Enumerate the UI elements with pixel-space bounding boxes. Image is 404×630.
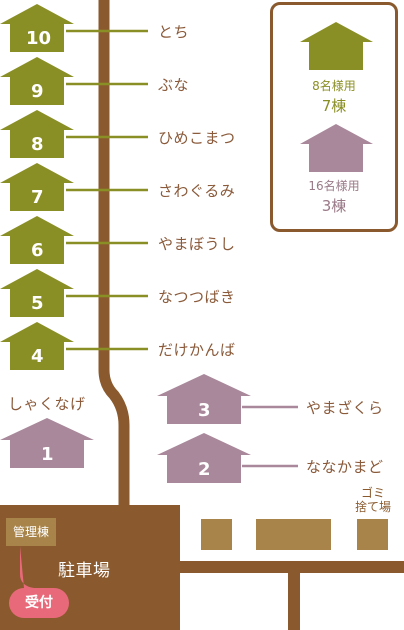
cabin-9-house[interactable] (0, 57, 74, 105)
cabin-4-number: 4 (31, 346, 44, 367)
cabin-3-name[interactable]: やまざくら (306, 399, 384, 417)
cabin-3-house[interactable] (157, 374, 251, 424)
cabin-5-house[interactable] (0, 269, 74, 317)
trash-label: ゴミ 捨て場 (350, 486, 396, 514)
cabin-2-number: 2 (198, 459, 211, 480)
cabin-9-number: 9 (31, 81, 44, 102)
main-road (98, 0, 130, 510)
cabin-8-name[interactable]: ひめこまつ (158, 129, 236, 147)
cabin-5-number: 5 (31, 293, 44, 314)
trash-label-line2: 捨て場 (354, 500, 391, 514)
lower-road-horizontal (180, 561, 404, 573)
building-small (201, 519, 232, 550)
cabin-9-name[interactable]: ぶな (158, 76, 190, 94)
legend-olive-text: 8名様用 7棟 (273, 76, 395, 116)
office-building[interactable]: 管理棟 (6, 518, 56, 546)
cabin-3-number: 3 (198, 400, 211, 421)
cabin-8-house[interactable] (0, 110, 74, 158)
cabin-4-house[interactable] (0, 322, 74, 370)
trash-station (357, 519, 388, 550)
cabin-5-name[interactable]: なつつばき (158, 288, 236, 306)
legend-mauve-capacity: 16名様用 (308, 179, 360, 193)
cabin-1-name[interactable]: しゃくなげ (8, 395, 86, 413)
parking-label: 駐車場 (58, 561, 111, 581)
cabin-10-number: 10 (26, 28, 52, 49)
legend-mauve-count: 3棟 (321, 197, 347, 215)
cabin-7-name[interactable]: さわぐるみ (158, 182, 236, 200)
building-large (256, 519, 331, 550)
legend-mauve-house (300, 124, 373, 172)
cabin-1-house[interactable] (0, 418, 94, 468)
legend-box (270, 2, 398, 232)
cabin-2-name[interactable]: ななかまど (306, 458, 384, 476)
cabin-4-name[interactable]: だけかんば (158, 341, 236, 359)
cabin-6-house[interactable] (0, 216, 74, 264)
cabin-7-house[interactable] (0, 163, 74, 211)
cabin-1-number: 1 (41, 444, 54, 465)
legend-olive-house (300, 22, 373, 70)
cabin-2-house[interactable] (157, 433, 251, 483)
reception-pointer (20, 546, 34, 588)
legend-mauve-text: 16名様用 3棟 (273, 176, 395, 216)
cabin-10-name[interactable]: とち (158, 23, 190, 41)
cabin-6-number: 6 (31, 240, 44, 261)
lower-road-vertical (288, 573, 300, 630)
cabin-8-number: 8 (31, 134, 44, 155)
cabin-10-house[interactable] (0, 4, 74, 52)
cabin-6-name[interactable]: やまぼうし (158, 235, 236, 253)
cabin-7-number: 7 (31, 187, 44, 208)
reception-badge[interactable]: 受付 (9, 588, 69, 618)
legend-olive-count: 7棟 (321, 97, 347, 115)
trash-label-line1: ゴミ (360, 486, 385, 500)
legend-olive-capacity: 8名様用 (312, 79, 356, 93)
